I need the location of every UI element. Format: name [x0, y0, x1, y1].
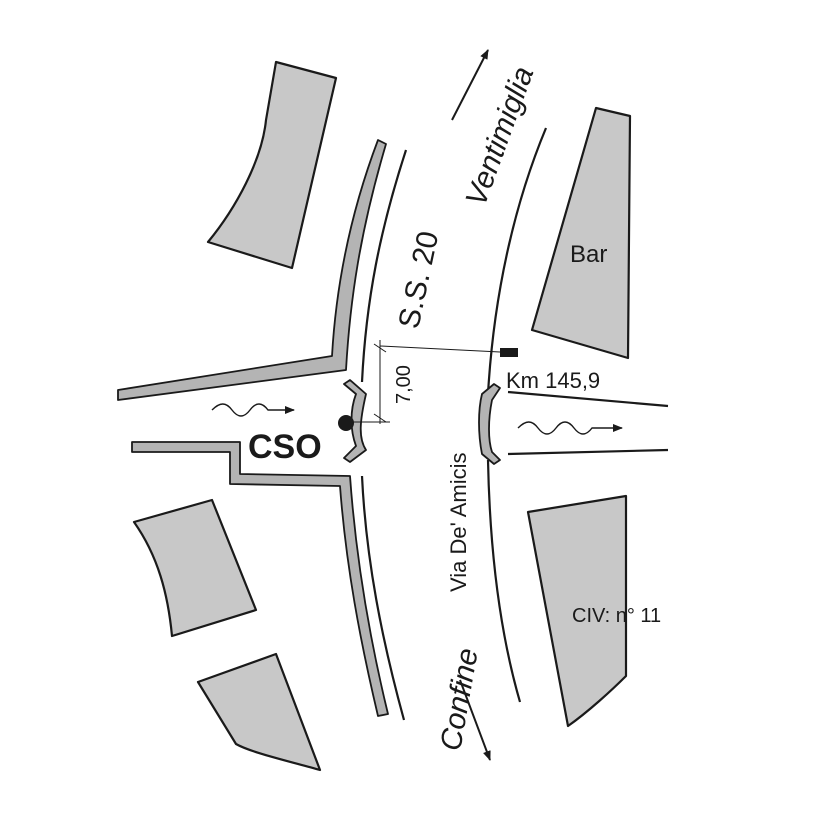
km-leader-line [379, 345, 501, 353]
arrow-up-right-icon [451, 49, 489, 121]
civic-number-label: CIV: n° 11 [572, 605, 661, 627]
wavy-arrow-icon [517, 421, 623, 435]
building-block-southwest-upper [132, 498, 258, 638]
outfall-label: CSO [248, 428, 322, 466]
black-rectangle-icon [500, 348, 518, 357]
building-block-bar [530, 106, 632, 360]
filled-circle-icon [338, 415, 354, 431]
building-block-southwest-lower [196, 652, 322, 772]
barrier-east [478, 383, 501, 465]
road-curb-east-south [486, 459, 522, 703]
side-street-curb-north [507, 390, 669, 408]
road-curb-west-inner-south [360, 475, 406, 721]
road-curb-west-inner-north [360, 149, 408, 383]
bar-label: Bar [570, 241, 607, 268]
side-street-curb-south [507, 448, 669, 456]
sidewalk-west-south [131, 441, 389, 717]
road-curb-east-north [486, 127, 548, 395]
km-marker-label: Km 145,9 [506, 368, 600, 393]
arrow-down-right-icon [459, 679, 491, 761]
sidewalk-west-north [117, 139, 387, 401]
dimension-tick-bottom [373, 413, 387, 423]
direction-south-label: Confine [434, 646, 484, 754]
barrier-west [343, 379, 367, 463]
wavy-arrow-icon [211, 403, 295, 417]
road-name-label: S.S. 20 [393, 228, 446, 331]
dimension-tick-top [373, 343, 387, 353]
building-block-civic-11 [526, 494, 628, 728]
side-street-label: Via De' Amicis [446, 452, 471, 592]
distance-label: 7,00 [393, 365, 415, 404]
building-block-northwest [206, 60, 338, 270]
direction-north-label: Ventimiglia [460, 62, 541, 210]
